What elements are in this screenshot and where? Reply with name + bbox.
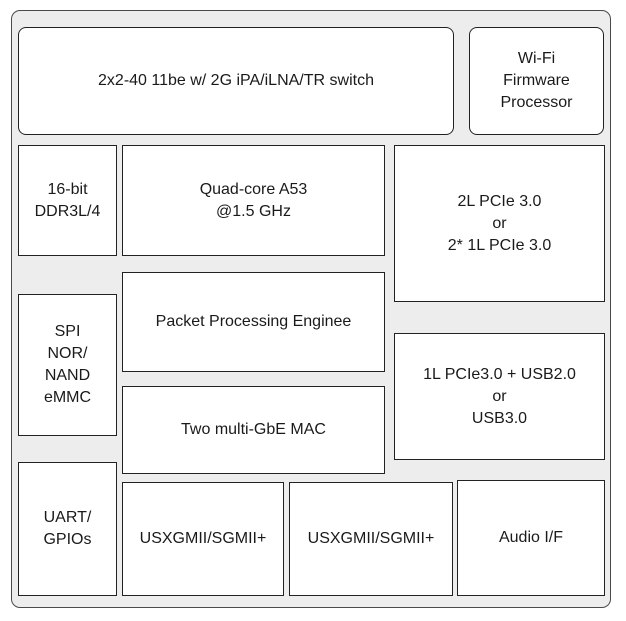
ddr-memory-block: 16-bit DDR3L/4 xyxy=(18,145,117,256)
uart-gpio-block: UART/ GPIOs xyxy=(18,462,117,596)
packet-processing-engine-block: Packet Processing Enginee xyxy=(122,272,385,372)
pcie-2lane-block: 2L PCIe 3.0 or 2* 1L PCIe 3.0 xyxy=(394,145,605,302)
audio-interface-block: Audio I/F xyxy=(457,480,605,596)
cpu-block: Quad-core A53 @1.5 GHz xyxy=(122,145,385,256)
radio-block: 2x2-40 11be w/ 2G iPA/iLNA/TR switch xyxy=(18,27,454,135)
pcie-usb-block: 1L PCIe3.0 + USB2.0 or USB3.0 xyxy=(394,333,605,460)
gbe-mac-block: Two multi-GbE MAC xyxy=(122,386,385,474)
spi-flash-block: SPI NOR/ NAND eMMC xyxy=(18,294,117,436)
usxgmii-block-2: USXGMII/SGMII+ xyxy=(289,482,453,596)
wifi-firmware-processor-block: Wi-Fi Firmware Processor xyxy=(469,27,604,135)
usxgmii-block-1: USXGMII/SGMII+ xyxy=(122,482,284,596)
